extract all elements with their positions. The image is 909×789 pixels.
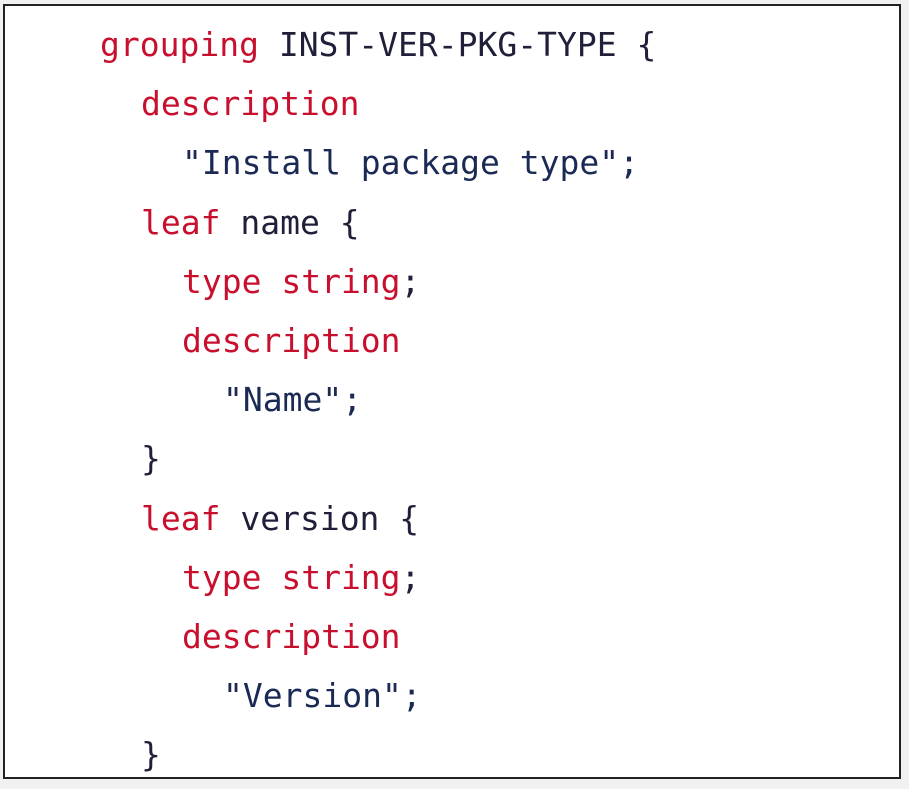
code-line: } — [141, 735, 161, 775]
code-token-plain: } — [141, 735, 161, 775]
code-line: leaf version { — [141, 499, 419, 539]
code-line: grouping INST-VER-PKG-TYPE { — [100, 25, 656, 65]
code-token-string: "Version"; — [223, 676, 422, 716]
code-token-plain: INST-VER-PKG-TYPE { — [258, 25, 657, 64]
code-line: type string; — [182, 558, 420, 598]
code-token-plain: name { — [220, 202, 360, 242]
code-line: "Version"; — [223, 676, 422, 716]
code-line: description — [141, 84, 360, 124]
code-token-string: "Name"; — [223, 380, 363, 420]
code-token-keyword: description — [141, 84, 360, 124]
code-line: "Install package type"; — [182, 143, 639, 183]
code-token-plain: } — [141, 439, 161, 479]
code-token-keyword: leaf — [141, 202, 221, 242]
code-token-keyword: type string — [182, 261, 401, 301]
code-line: leaf name { — [141, 203, 360, 243]
code-line: } — [141, 439, 161, 479]
code-line: description — [182, 617, 401, 657]
code-token-plain: ; — [400, 557, 421, 597]
code-line: type string; — [182, 262, 420, 302]
code-frame: grouping INST-VER-PKG-TYPE { description "… — [3, 4, 901, 779]
code-token-keyword: description — [182, 617, 401, 656]
code-token-string: "Install package type"; — [182, 143, 639, 183]
code-token-keyword: leaf — [141, 498, 221, 538]
code-token-keyword: grouping — [100, 25, 259, 64]
code-token-keyword: type string — [182, 557, 401, 597]
code-token-keyword: description — [182, 321, 401, 360]
code-line: description — [182, 321, 401, 361]
code-token-plain: ; — [400, 261, 421, 301]
code-line: "Name"; — [223, 380, 362, 420]
code-token-plain: version { — [220, 498, 420, 538]
